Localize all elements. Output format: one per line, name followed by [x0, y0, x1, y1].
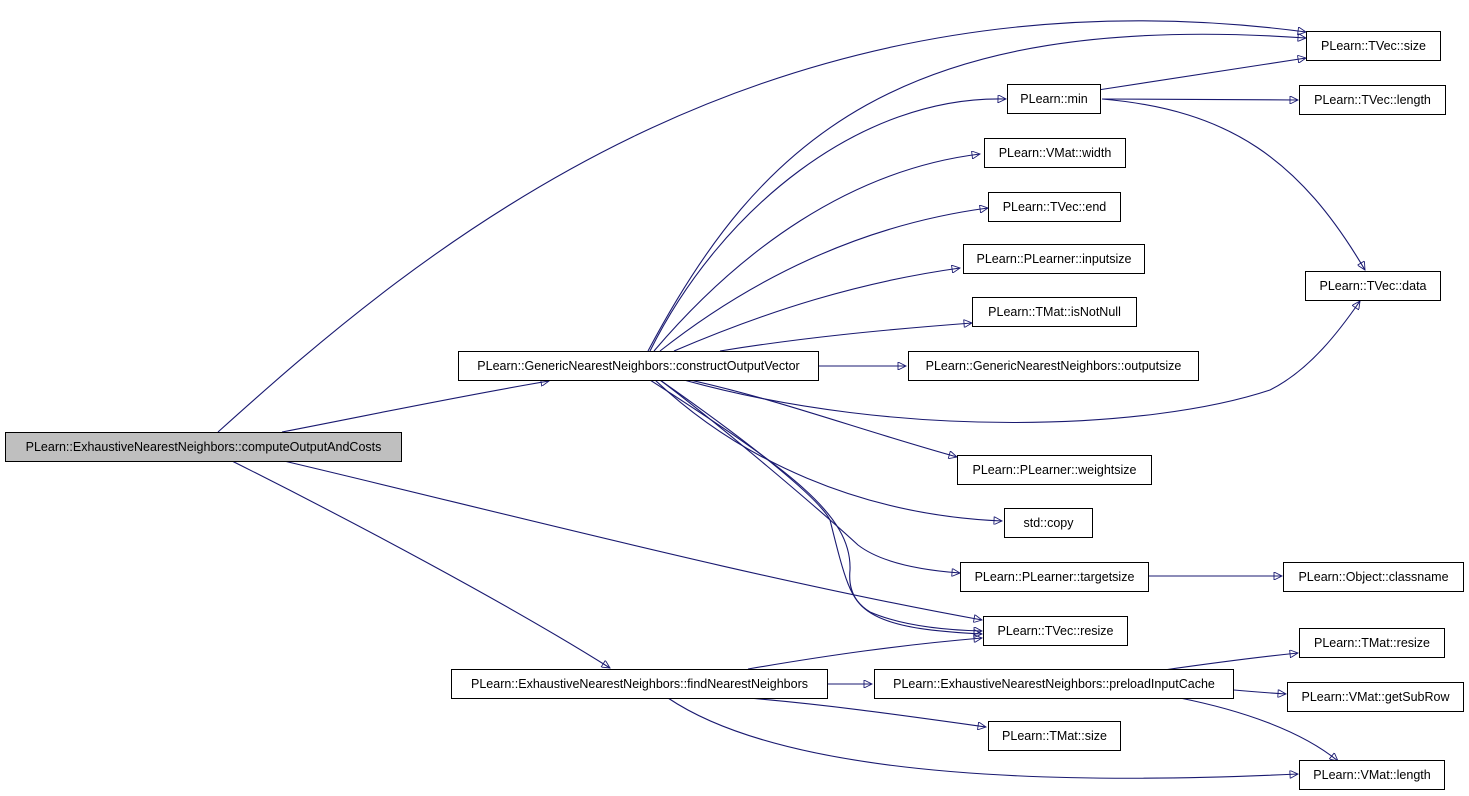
edge-construct-targetsize — [659, 379, 960, 573]
edge-construct-tvec-resize — [649, 379, 982, 634]
edge-construct-tvec-size — [647, 34, 1306, 352]
node-tmat-resize[interactable]: PLearn::TMat::resize — [1299, 628, 1445, 658]
node-preload-input-cache[interactable]: PLearn::ExhaustiveNearestNeighbors::prel… — [874, 669, 1234, 699]
edge-root-tvec-resize — [283, 460, 982, 620]
node-tvec-length[interactable]: PLearn::TVec::length — [1299, 85, 1446, 115]
node-plearner-inputsize[interactable]: PLearn::PLearner::inputsize — [963, 244, 1145, 274]
node-vmat-getsubrow[interactable]: PLearn::VMat::getSubRow — [1287, 682, 1464, 712]
edge-find-vmat-length — [667, 697, 1298, 779]
node-tmat-isnotnull[interactable]: PLearn::TMat::isNotNull — [972, 297, 1137, 327]
edge-construct-tvec-data — [683, 301, 1360, 423]
node-tvec-data[interactable]: PLearn::TVec::data — [1305, 271, 1441, 301]
node-min[interactable]: PLearn::min — [1007, 84, 1101, 114]
node-vmat-length[interactable]: PLearn::VMat::length — [1299, 760, 1445, 790]
edge-construct-weightsize — [689, 379, 957, 457]
edge-root-find — [231, 460, 610, 668]
node-plearner-targetsize[interactable]: PLearn::PLearner::targetsize — [960, 562, 1149, 592]
edge-construct-tvec-resize-2 — [659, 379, 982, 631]
node-tvec-end[interactable]: PLearn::TVec::end — [988, 192, 1121, 222]
node-tmat-size[interactable]: PLearn::TMat::size — [988, 721, 1121, 751]
edge-min-tvec-data — [1101, 98, 1365, 270]
edge-find-tvec-resize — [747, 638, 982, 670]
edge-min-tvec-length — [1101, 99, 1298, 100]
edge-construct-inputsize — [673, 268, 960, 352]
node-std-copy[interactable]: std::copy — [1004, 508, 1093, 538]
node-find-nearest-neighbors[interactable]: PLearn::ExhaustiveNearestNeighbors::find… — [451, 669, 828, 699]
node-object-classname[interactable]: PLearn::Object::classname — [1283, 562, 1464, 592]
edge-construct-vmat-width — [653, 154, 980, 352]
node-vmat-width[interactable]: PLearn::VMat::width — [984, 138, 1126, 168]
edge-root-tvec-size — [217, 20, 1306, 433]
edge-min-tvec-size — [1097, 58, 1306, 91]
edge-find-tmat-size — [747, 697, 986, 727]
node-compute-output-and-costs: PLearn::ExhaustiveNearestNeighbors::comp… — [5, 432, 402, 462]
node-tvec-resize[interactable]: PLearn::TVec::resize — [983, 616, 1128, 646]
node-plearner-weightsize[interactable]: PLearn::PLearner::weightsize — [957, 455, 1152, 485]
edge-construct-isnotnull — [719, 323, 972, 352]
edge-preload-getsubrow — [1233, 690, 1286, 694]
edge-root-construct — [281, 381, 549, 433]
node-outputsize[interactable]: PLearn::GenericNearestNeighbors::outputs… — [908, 351, 1199, 381]
edge-preload-tmat-resize — [1163, 653, 1298, 671]
edge-construct-std-copy — [654, 379, 1002, 521]
edge-preload-vmat-length — [1179, 697, 1338, 761]
edge-construct-min — [649, 99, 1006, 352]
node-construct-output-vector[interactable]: PLearn::GenericNearestNeighbors::constru… — [458, 351, 819, 381]
edge-construct-tvec-end — [659, 208, 988, 352]
node-tvec-size[interactable]: PLearn::TVec::size — [1306, 31, 1441, 61]
